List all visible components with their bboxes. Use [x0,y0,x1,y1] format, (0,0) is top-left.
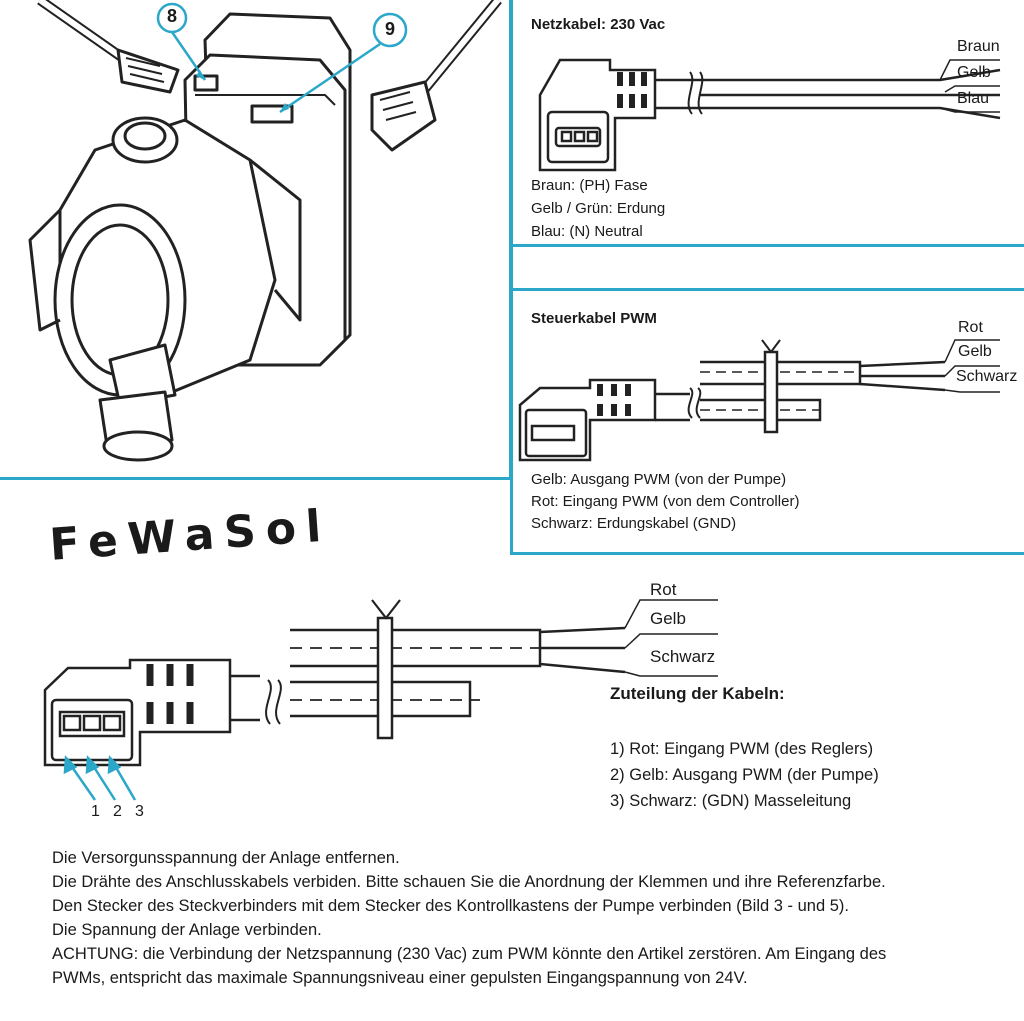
pin-2: 2 [113,803,122,820]
big-wire-schwarz: Schwarz [650,647,716,666]
instruction-line: PWMs, entspricht das maximale Spannungsn… [52,969,748,987]
zuteilung-item-schwarz: 3) Schwarz: (GDN) Masseleitung [610,792,852,810]
steuerkabel-title: Steuerkabel PWM [531,310,657,327]
netz-legend-braun: Braun: (PH) Fase [531,177,648,194]
zuteilung-item-rot: 1) Rot: Eingang PWM (des Reglers) [610,740,874,758]
callout-8: 8 [166,6,177,26]
callout-lines [156,2,408,114]
netz-legend: Braun: (PH) Fase Gelb / Grün: Erdung Bla… [531,174,665,243]
netz-connector-drawing [538,58,1001,172]
steuer-legend-rot: Rot: Eingang PWM (von dem Controller) [531,493,800,510]
instructions: Die Versorgunsspannung der Anlage entfer… [52,846,886,990]
pin-1: 1 [91,803,100,820]
zuteilung-list: 1) Rot: Eingang PWM (des Reglers) 2) Gel… [610,736,879,814]
instruction-line: Die Versorgunsspannung der Anlage entfer… [52,849,400,867]
netzkabel-title: Netzkabel: 230 Vac [531,16,666,33]
steuer-legend-schwarz: Schwarz: Erdungskabel (GND) [531,515,737,532]
callout-9: 9 [384,19,395,39]
netz-wire-braun: Braun [957,38,1000,55]
netz-wire-blau: Blau [957,90,990,107]
steuer-wire-schwarz: Schwarz [956,368,1018,385]
pump-drawing [28,0,502,462]
big-wire-rot: Rot [650,580,677,599]
zuteilung-title: Zuteilung der Kabeln: [610,684,785,703]
steuer-wire-gelb: Gelb [958,343,992,360]
steuer-wire-rot: Rot [958,319,983,336]
instruction-line: Die Drähte des Anschlusskabels verbiden.… [52,873,886,891]
steuer-connector-drawing [518,339,1000,462]
big-connector-drawing [43,599,718,801]
netz-legend-gelb: Gelb / Grün: Erdung [531,200,666,217]
instruction-line: Den Stecker des Steckverbinders mit dem … [52,897,849,915]
netzkabel-panel [510,0,1024,247]
pin-3: 3 [135,803,144,820]
steuer-legend: Gelb: Ausgang PWM (von der Pumpe) Rot: E… [531,469,799,535]
netz-wire-gelb: Gelb [957,64,991,81]
zuteilung-item-gelb: 2) Gelb: Ausgang PWM (der Pumpe) [610,766,879,784]
steuer-legend-gelb: Gelb: Ausgang PWM (von der Pumpe) [531,471,787,488]
instruction-line: ACHTUNG: die Verbindung der Netzspannung… [52,945,887,963]
steuerkabel-panel [510,288,1024,555]
big-wire-gelb: Gelb [650,609,686,628]
instruction-line: Die Spannung der Anlage verbinden. [52,921,322,939]
netz-legend-blau: Blau: (N) Neutral [531,223,643,240]
